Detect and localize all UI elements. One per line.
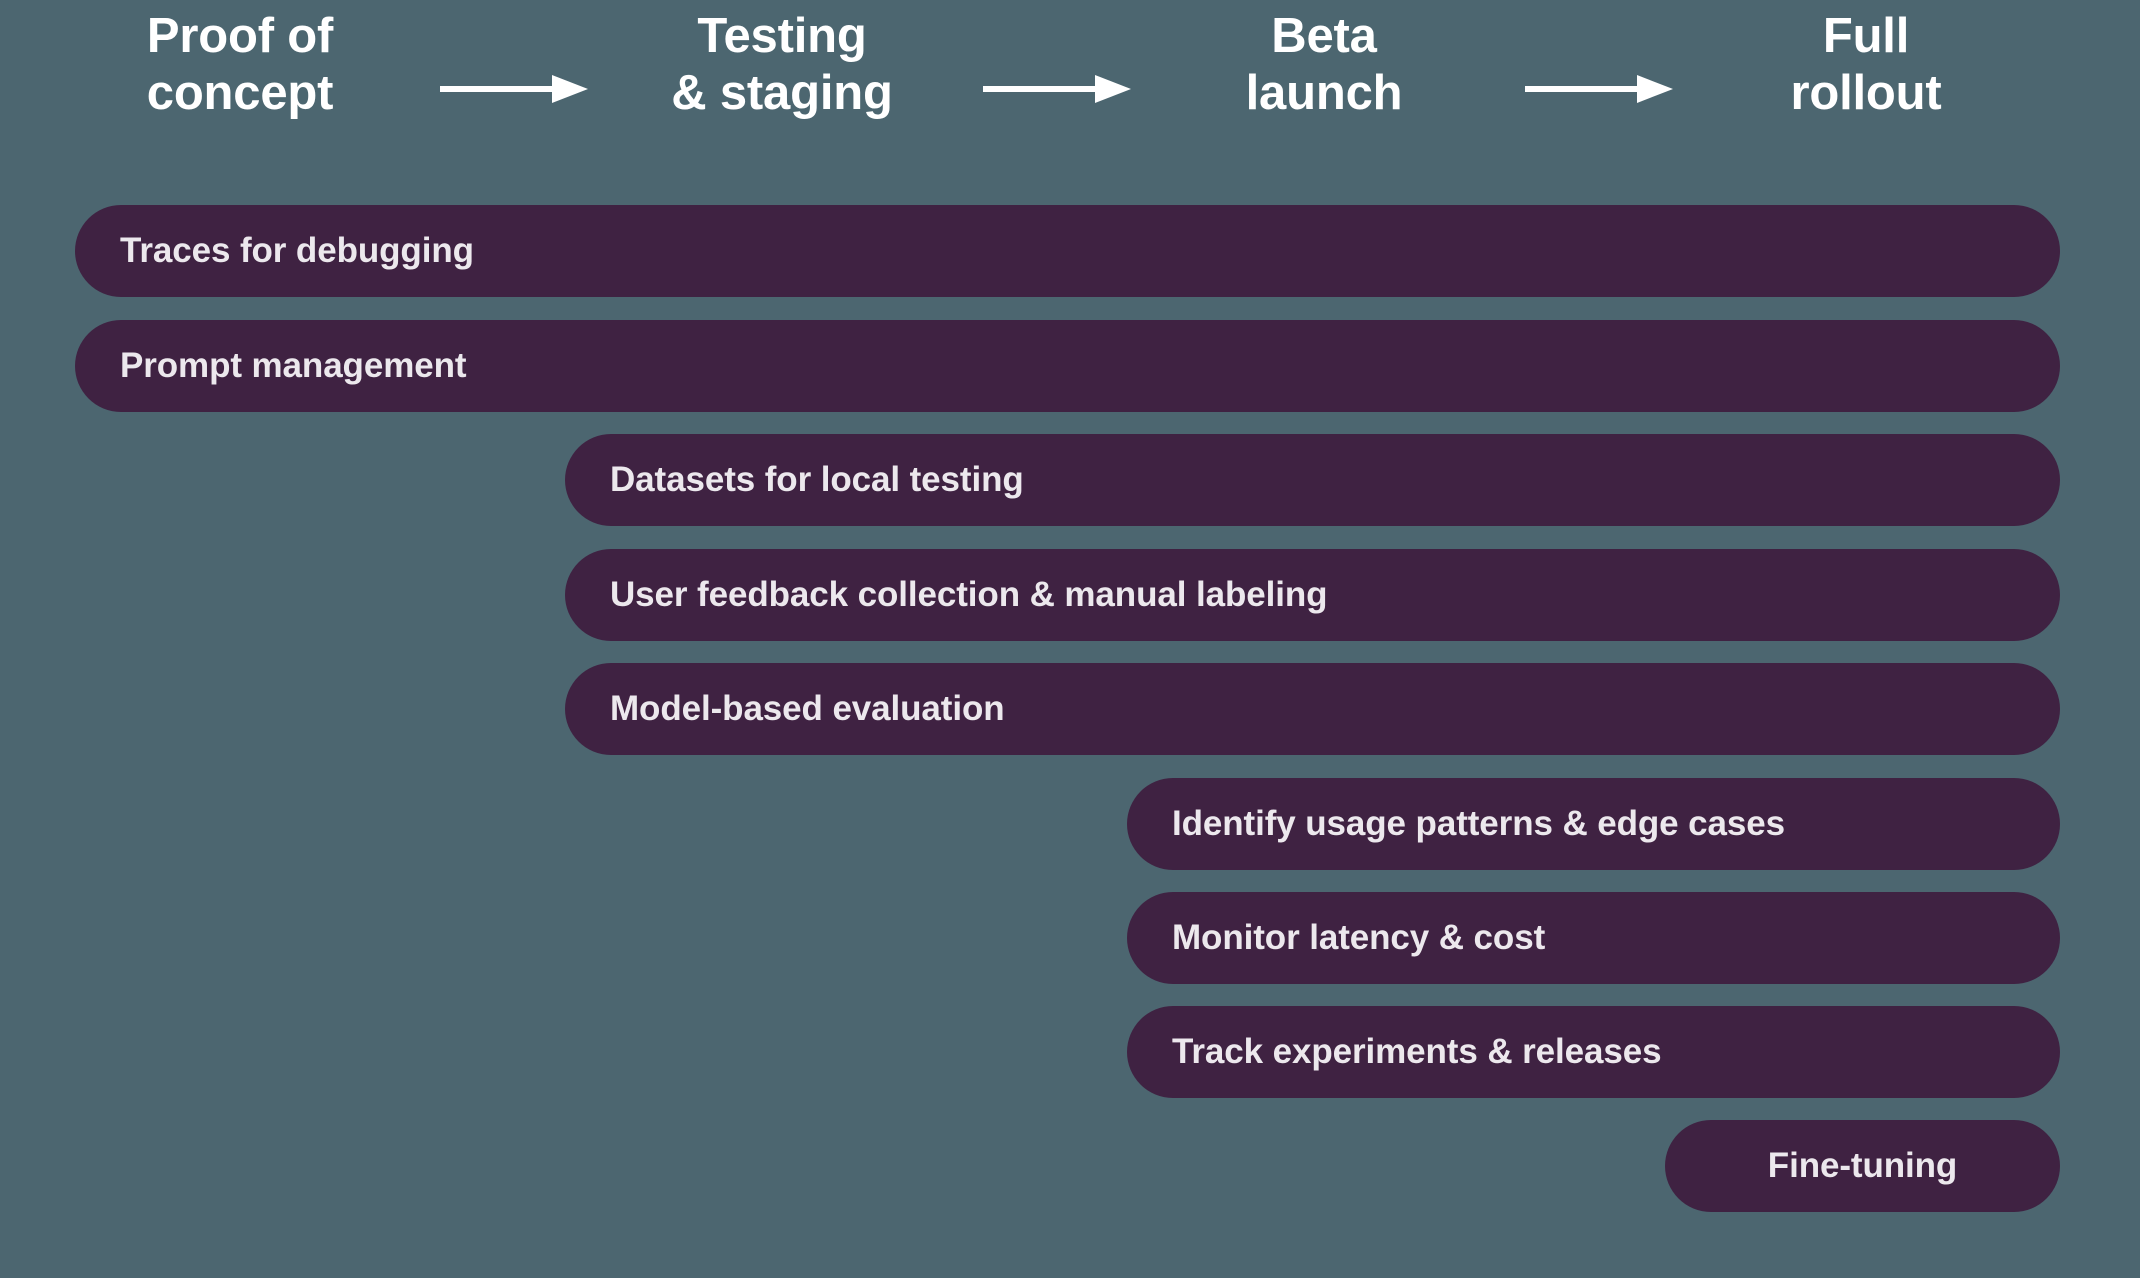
stage-label-2: Testing& staging bbox=[612, 8, 952, 122]
arrow-right-beta-to-rollout-icon bbox=[1525, 74, 1673, 104]
capability-bar[interactable]: Traces for debugging bbox=[75, 205, 2060, 297]
capability-bar-label: User feedback collection & manual labeli… bbox=[610, 575, 1328, 614]
stage-label-line1: Testing bbox=[697, 9, 867, 63]
capability-bar-label: Model-based evaluation bbox=[610, 689, 1005, 728]
stage-label-line2: concept bbox=[146, 65, 334, 120]
capability-bar[interactable]: Identify usage patterns & edge cases bbox=[1127, 778, 2060, 870]
capability-bar[interactable]: Model-based evaluation bbox=[565, 663, 2060, 755]
arrow-right-poc-to-testing-icon bbox=[440, 74, 588, 104]
stage-label-line1: Proof of bbox=[146, 9, 334, 63]
capability-bar[interactable]: Prompt management bbox=[75, 320, 2060, 412]
capability-bar-label: Identify usage patterns & edge cases bbox=[1172, 804, 1786, 843]
capability-bar[interactable]: User feedback collection & manual labeli… bbox=[565, 549, 2060, 641]
capability-bar[interactable]: Monitor latency & cost bbox=[1127, 892, 2060, 984]
capability-bar[interactable]: Track experiments & releases bbox=[1127, 1006, 2060, 1098]
stage-label-line2: & staging bbox=[671, 65, 893, 120]
capability-bar[interactable]: Fine-tuning bbox=[1665, 1120, 2060, 1212]
capability-bar-label: Track experiments & releases bbox=[1172, 1032, 1662, 1071]
capability-bar-label: Fine-tuning bbox=[1767, 1146, 1958, 1185]
capability-bar-label: Prompt management bbox=[120, 346, 467, 385]
stage-label-line2: launch bbox=[1245, 65, 1403, 120]
capability-bar-label: Datasets for local testing bbox=[610, 460, 1024, 499]
capability-bar[interactable]: Datasets for local testing bbox=[565, 434, 2060, 526]
stage-label-line1: Beta bbox=[1271, 9, 1377, 63]
stage-label-line2: rollout bbox=[1790, 65, 1942, 120]
capability-bar-label: Monitor latency & cost bbox=[1172, 918, 1546, 957]
capability-bar-label: Traces for debugging bbox=[120, 231, 474, 270]
arrow-right-testing-to-beta-icon bbox=[983, 74, 1131, 104]
stage-label-line1: Full bbox=[1822, 9, 1910, 63]
